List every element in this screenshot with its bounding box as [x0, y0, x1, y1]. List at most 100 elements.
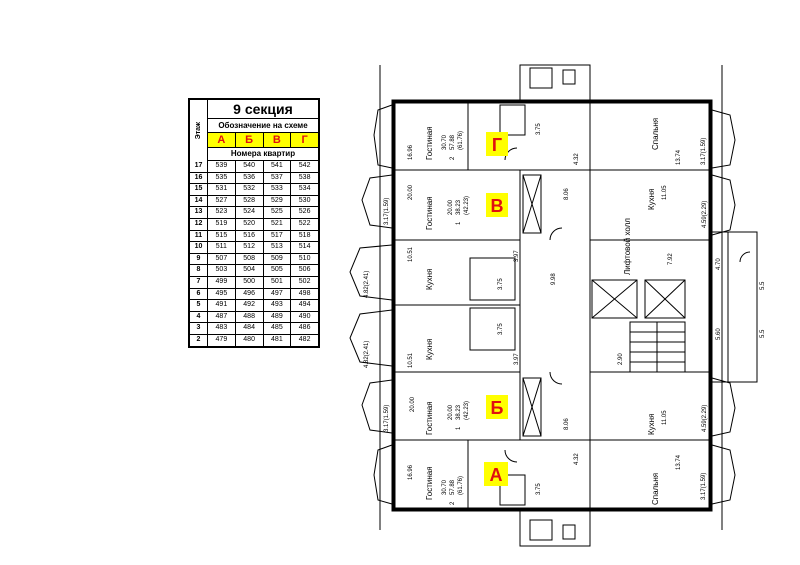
floor-cell: 5 [190, 300, 208, 311]
apartment-number-cell: 529 [264, 195, 292, 207]
apartment-number-cell: 508 [236, 253, 264, 265]
apartment-number-cell: 483 [208, 323, 236, 334]
bay-g-right [711, 109, 736, 169]
apartment-number-cell: 495 [208, 288, 236, 300]
v-k-area: 11.05 [662, 185, 668, 200]
b-living: 20.00 [448, 404, 454, 420]
b-room-label: Гостиная [425, 401, 434, 435]
apartment-number-cell: 500 [236, 276, 264, 288]
apartment-number-cell: 540 [236, 161, 264, 172]
apartment-number-cell: 482 [298, 335, 311, 343]
bay-b-left [361, 379, 393, 434]
b-balc2: 4.59(2.29) [702, 405, 708, 432]
letter-a: А [208, 133, 236, 147]
apartment-number-cell: 496 [236, 288, 264, 300]
hall-area: 7.92 [668, 253, 674, 265]
a-area: 16.96 [408, 464, 414, 480]
b-k-area: 11.05 [662, 410, 668, 425]
apartment-number-cell: 505 [264, 265, 292, 276]
apartment-number-cell: 494 [298, 301, 311, 309]
g-living: 30.70 [442, 134, 448, 150]
apartment-number-cell: 528 [236, 195, 264, 207]
top-block [519, 64, 591, 101]
floor-cell: 7 [190, 276, 208, 288]
apartment-number-cell: 504 [236, 265, 264, 276]
bay-k2-left [349, 309, 393, 367]
v-rooms: 1 [456, 221, 462, 225]
bay-b-right [711, 377, 736, 437]
apartment-number-cell: 533 [264, 184, 292, 195]
apartment-number-cell: 530 [298, 196, 311, 204]
bottom-block [519, 510, 591, 547]
bay-a-right [711, 444, 736, 505]
apartment-number-cell: 532 [236, 184, 264, 195]
corr-area: 9.98 [551, 273, 557, 285]
v-balc: 3.17(1.59) [384, 198, 390, 225]
a-living: 30.70 [442, 479, 448, 495]
b-kitchen-label: Кухня [647, 414, 656, 435]
a-total2: (61.76) [458, 476, 464, 495]
apt-b-letter: Б [491, 398, 504, 418]
shaft-b [522, 377, 542, 437]
floor-cell: 17 [190, 161, 208, 172]
g-rooms: 2 [450, 156, 456, 160]
vest2: 5.60 [716, 328, 722, 340]
g-hall: 4.32 [574, 153, 580, 165]
floor-cell: 6 [190, 288, 208, 300]
floor-cell: 4 [190, 311, 208, 323]
v-room-label: Гостиная [425, 196, 434, 230]
apartment-number-cell: 499 [208, 276, 236, 288]
bay-g-left [373, 104, 393, 169]
apartment-number-cell: 516 [236, 230, 264, 242]
apartment-number-cell: 518 [298, 231, 311, 239]
apartment-number-cell: 524 [236, 207, 264, 218]
apartment-number-cell: 527 [208, 195, 236, 207]
v-total2: (42.23) [464, 196, 470, 215]
g-bath: 3.75 [536, 123, 542, 135]
door-b [549, 371, 563, 385]
section-title: 9 секция [208, 100, 318, 119]
numbers-header: Номера квартир [208, 148, 318, 161]
bottom-tub [529, 519, 553, 541]
b-area: 20.00 [410, 396, 416, 412]
shaft-v [522, 174, 542, 234]
apartment-number-cell: 541 [264, 161, 292, 172]
a-rooms: 2 [450, 501, 456, 505]
g-room-label: Гостиная [425, 126, 434, 160]
apartment-table: Этаж 9 секция Обозначение на схеме А Б В… [188, 98, 320, 348]
apartment-number-cell: 537 [264, 172, 292, 184]
apt-a-letter: А [490, 465, 503, 485]
apartment-number-cell: 512 [236, 242, 264, 253]
apt-g-letter: Г [492, 135, 502, 155]
g-total: 57.88 [450, 134, 456, 150]
apartment-number-cell: 489 [264, 311, 292, 323]
floor-cell: 2 [190, 334, 208, 346]
floor-cell: 9 [190, 253, 208, 265]
door-vest [739, 251, 751, 263]
apartment-number-cell: 488 [236, 311, 264, 323]
b-hall: 8.06 [564, 418, 570, 430]
apartment-number-cell: 492 [236, 300, 264, 311]
bath-a [499, 474, 526, 506]
apartment-number-cell: 509 [264, 253, 292, 265]
floor-cell: 12 [190, 218, 208, 230]
bay-v-left [361, 174, 393, 229]
apartment-number-cell: 507 [208, 253, 236, 265]
elevator-shaft-1 [591, 279, 638, 319]
floor-cell: 10 [190, 242, 208, 253]
b-rooms: 1 [456, 426, 462, 430]
apartment-number-cell: 502 [298, 277, 311, 285]
b-balc: 3.17(1.59) [384, 405, 390, 432]
g-bed-area: 13.74 [676, 149, 682, 165]
apt-g-highlight [486, 132, 508, 156]
a-bed-label: Спальня [651, 473, 660, 505]
table-header: Этаж 9 секция Обозначение на схеме А Б В… [190, 100, 318, 161]
floor-cell: 11 [190, 230, 208, 242]
floor-cell: 3 [190, 323, 208, 334]
